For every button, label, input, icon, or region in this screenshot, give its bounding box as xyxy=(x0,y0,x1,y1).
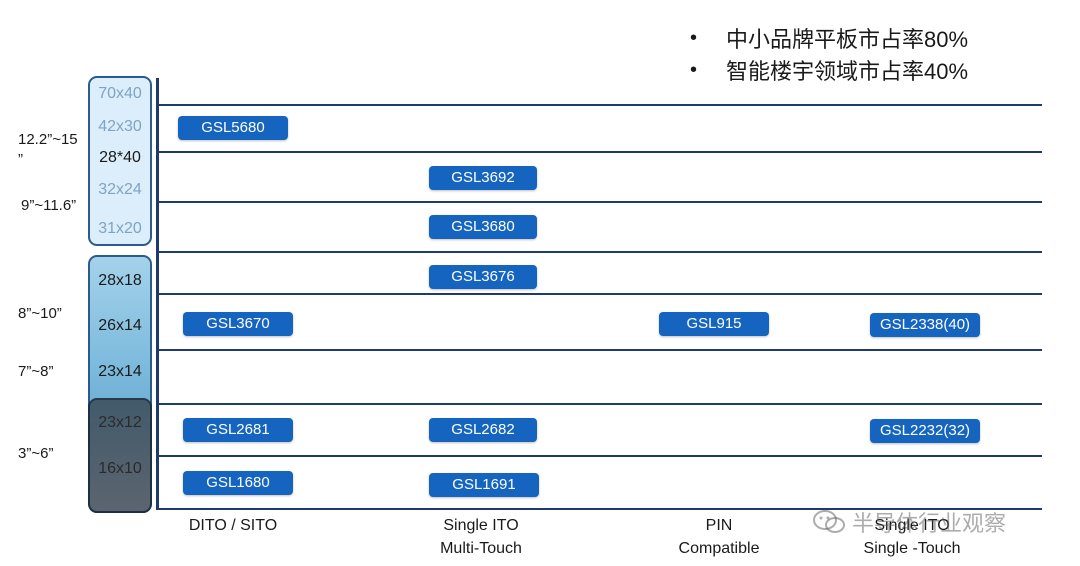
chip-gsl915: GSL915 xyxy=(659,312,769,336)
x-axis-label: PIN Compatible xyxy=(644,514,794,560)
x-axis-label-line: Single ITO xyxy=(874,517,950,534)
grid-line xyxy=(158,151,1042,153)
chip-gsl2232: GSL2232(32) xyxy=(870,419,980,443)
x-axis-label-line: DITO / SITO xyxy=(188,517,278,534)
bullet-item: • 中小品牌平板市占率80% xyxy=(690,22,1030,54)
size-column-small xyxy=(88,398,152,513)
wechat-icon xyxy=(813,510,845,533)
grid-line xyxy=(158,455,1042,457)
grid-line xyxy=(158,104,1042,106)
size-label: 16x10 xyxy=(98,460,142,477)
range-label: 3”~6” xyxy=(18,445,54,462)
size-label: 31x20 xyxy=(98,220,142,237)
chip-gsl3670: GSL3670 xyxy=(183,312,293,336)
range-label: 12.2”~15 xyxy=(18,131,78,148)
x-axis-label-line: Single -Touch xyxy=(863,540,961,557)
size-column-large xyxy=(88,76,152,246)
size-label: 26x14 xyxy=(98,317,142,334)
chip-gsl3692: GSL3692 xyxy=(429,166,537,190)
grid-line xyxy=(158,349,1042,351)
range-label: 8”~10” xyxy=(18,305,62,322)
range-label: ” xyxy=(18,151,23,168)
range-label: 7”~8” xyxy=(18,363,54,380)
size-label: 28x18 xyxy=(98,272,142,289)
bullet-item: • 智能楼宇领域市占率40% xyxy=(690,54,1030,86)
watermark-text: 半导体行业观察 xyxy=(852,511,1007,536)
range-label: 9”~11.6” xyxy=(21,197,77,214)
size-label: 28*40 xyxy=(99,149,141,166)
x-axis-label: Single ITO Single -Touch xyxy=(837,514,987,560)
bullet-text: 中小品牌平板市占率80% xyxy=(726,27,969,52)
bullet-dot-icon: • xyxy=(690,58,698,81)
chip-gsl1691: GSL1691 xyxy=(429,473,539,497)
bullet-dot-icon: • xyxy=(690,26,698,49)
market-share-bullets: • 中小品牌平板市占率80% • 智能楼宇领域市占率40% xyxy=(690,22,1030,86)
chip-gsl2338: GSL2338(40) xyxy=(870,313,980,337)
size-label: 70x40 xyxy=(98,85,142,102)
grid-line xyxy=(158,251,1042,253)
grid-line xyxy=(158,201,1042,203)
size-label: 32x24 xyxy=(98,181,142,198)
x-axis-label-line: Multi-Touch xyxy=(440,540,522,557)
x-axis-label: Single ITO Multi-Touch xyxy=(406,514,556,560)
vertical-axis xyxy=(156,78,159,510)
size-label: 23x12 xyxy=(98,414,142,431)
x-axis-label-line: Single ITO xyxy=(443,517,519,534)
size-label: 42x30 xyxy=(98,118,142,135)
grid-line xyxy=(158,508,1042,510)
bullet-text: 智能楼宇领域市占率40% xyxy=(726,59,969,84)
watermark: 半导体行业观察 xyxy=(812,508,1006,536)
chip-gsl2681: GSL2681 xyxy=(183,418,293,442)
chip-gsl5680: GSL5680 xyxy=(178,116,288,140)
x-axis-label-line: Compatible xyxy=(678,540,760,557)
size-label: 23x14 xyxy=(98,363,142,380)
grid-line xyxy=(158,293,1042,295)
chip-gsl3680: GSL3680 xyxy=(429,215,537,239)
grid-line xyxy=(158,403,1042,405)
chip-gsl1680: GSL1680 xyxy=(183,471,293,495)
chip-gsl3676: GSL3676 xyxy=(429,265,537,289)
x-axis-label: DITO / SITO xyxy=(158,514,308,537)
chip-gsl2682: GSL2682 xyxy=(429,418,537,442)
x-axis-label-line: PIN xyxy=(705,517,733,534)
